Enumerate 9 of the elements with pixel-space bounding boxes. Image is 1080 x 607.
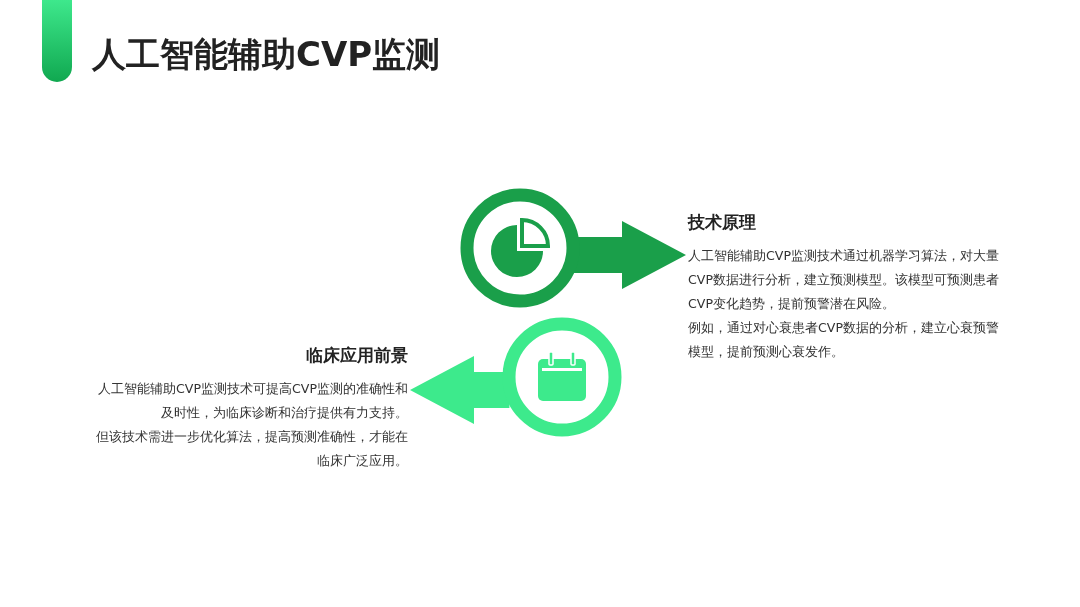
paragraph: 例如，通过对心衰患者CVP数据的分析，建立心衰预警模型，提前预测心衰发作。	[688, 319, 1000, 361]
heading: 临床应用前景	[305, 344, 408, 367]
block-arrow	[573, 221, 686, 289]
block-arrow	[410, 356, 510, 424]
paragraph: 但该技术需进一步优化算法，提高预测准确性，才能在临床广泛应用。	[95, 428, 408, 470]
paragraph: 人工智能辅助CVP监测技术通过机器学习算法，对大量CVP数据进行分析，建立预测模型。该模型可预测患者CVP变化趋势，提前预警潜在风险。	[688, 247, 1000, 313]
heading: 技术原理	[688, 211, 757, 234]
title: 人工智能辅助CVP监测	[92, 33, 441, 76]
paragraph: 人工智能辅助CVP监测技术可提高CVP监测的准确性和及时性，为临床诊断和治疗提供有力支持。	[97, 380, 408, 422]
